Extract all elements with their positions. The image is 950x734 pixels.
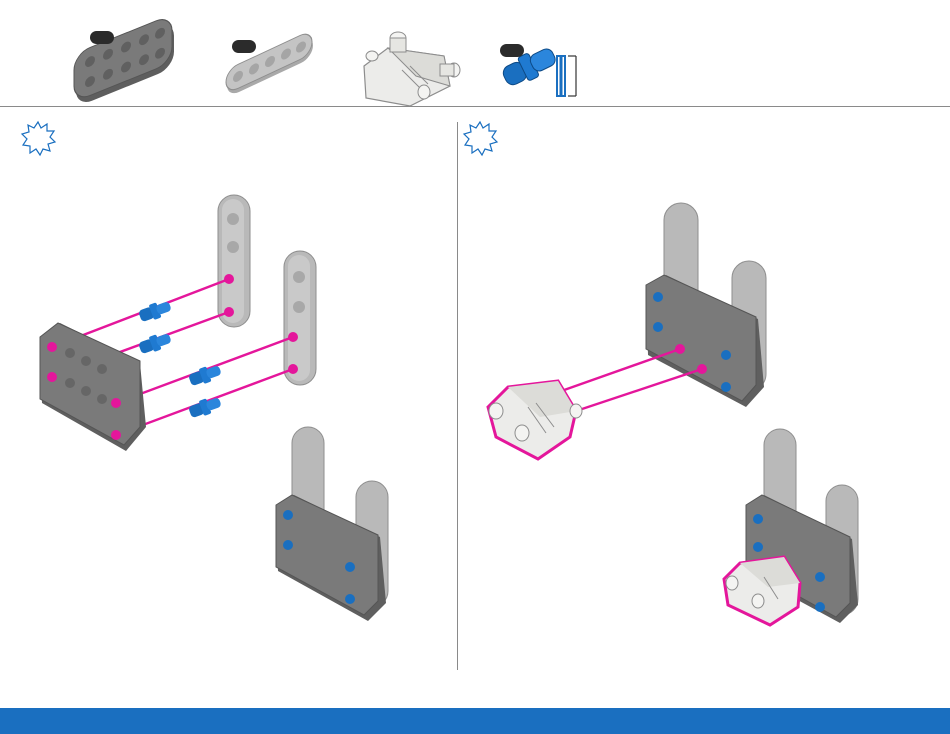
frame-assembly	[646, 203, 766, 407]
quantity-badge	[232, 40, 256, 53]
parts-item-blue-pin	[496, 42, 596, 102]
gray-beam-upright	[284, 251, 316, 385]
step-1-result-assembly	[276, 427, 388, 621]
gray-beam-upright	[218, 195, 250, 327]
blue-connector-pin	[137, 298, 223, 420]
quantity-badge	[90, 31, 114, 44]
step-2-result-assembly	[724, 429, 858, 625]
parts-list	[0, 0, 950, 106]
step-1-panel	[0, 107, 457, 707]
parts-item-beam	[222, 34, 322, 104]
step-2-panel	[458, 107, 950, 707]
large-gray-plate	[40, 323, 146, 451]
step-2-illustration	[458, 107, 950, 707]
white-corner-connector-highlighted	[488, 381, 582, 459]
parts-item-corner-connector	[358, 26, 468, 108]
quantity-badge	[500, 44, 524, 57]
footer-bar	[0, 708, 950, 734]
step-1-illustration	[0, 107, 457, 707]
corner-connector-icon	[358, 26, 468, 108]
